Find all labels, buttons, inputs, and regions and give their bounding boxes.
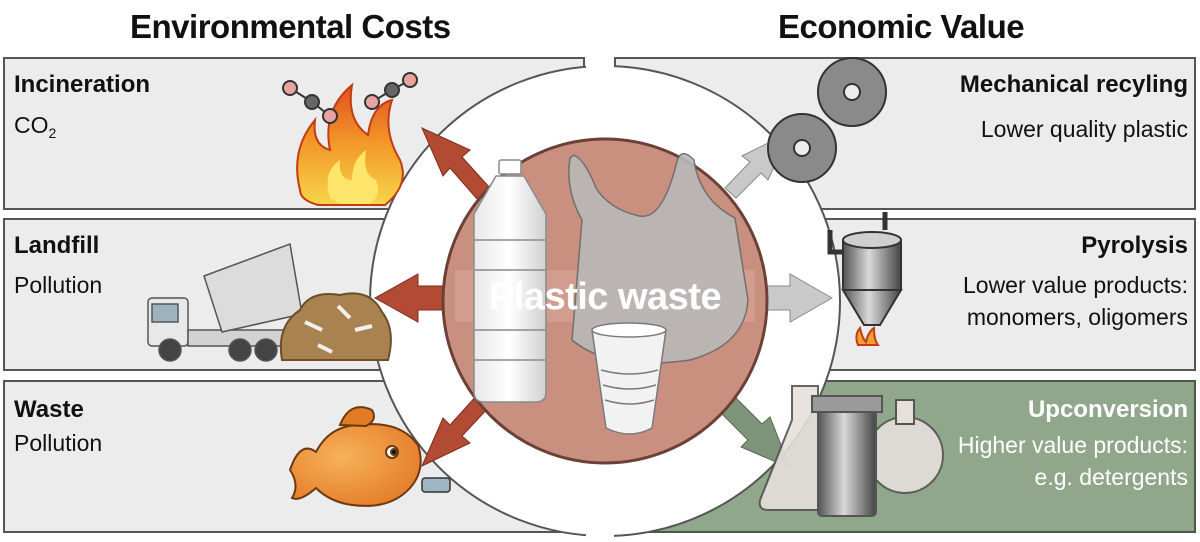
gears-icon bbox=[767, 57, 887, 183]
dump-truck-icon bbox=[147, 242, 303, 362]
mechanical-recycling-detail: Lower quality plastic bbox=[980, 116, 1188, 142]
reactor-icon bbox=[827, 212, 903, 346]
co2-subscript: 2 bbox=[48, 125, 57, 141]
bottle-icon bbox=[473, 159, 547, 403]
upconversion-arrow bbox=[721, 397, 791, 469]
landfill-title: Landfill bbox=[14, 232, 100, 259]
environmental-costs-heading: Environmental Costs bbox=[130, 8, 451, 45]
pyrolysis-detail-line2: monomers, oligomers bbox=[966, 304, 1188, 330]
landfill-detail: Pollution bbox=[14, 272, 103, 298]
bag-icon bbox=[568, 152, 749, 364]
cup-icon bbox=[591, 322, 667, 435]
upconversion-title: Upconversion bbox=[1027, 396, 1188, 423]
waste-arrow bbox=[421, 393, 491, 468]
pyrolysis-detail-line1: Lower value products: bbox=[962, 272, 1188, 298]
incineration-detail: CO2 bbox=[14, 110, 56, 148]
fire-icon bbox=[296, 82, 404, 206]
incineration-title: Incineration bbox=[14, 71, 151, 98]
bottle-cap-icon bbox=[421, 477, 451, 493]
waste-detail: Pollution bbox=[14, 430, 103, 456]
pyrolysis-title: Pyrolysis bbox=[1081, 232, 1188, 259]
lab-flasks-icon bbox=[758, 385, 944, 517]
landfill-pile-icon bbox=[279, 292, 392, 361]
economic-value-heading: Economic Value bbox=[778, 8, 1025, 45]
waste-title: Waste bbox=[14, 396, 84, 423]
upconversion-detail-line1: Higher value products: bbox=[957, 432, 1188, 458]
upconversion-detail-line2: e.g. detergents bbox=[1034, 464, 1188, 490]
co2-molecule-icon bbox=[282, 72, 418, 124]
mechanical-recycling-title: Mechanical recyling bbox=[959, 71, 1188, 98]
co2-text: CO bbox=[14, 112, 49, 138]
incineration-arrow bbox=[421, 126, 491, 201]
fish-icon bbox=[288, 406, 422, 507]
plastic-waste-label: Plastic waste bbox=[488, 276, 722, 318]
